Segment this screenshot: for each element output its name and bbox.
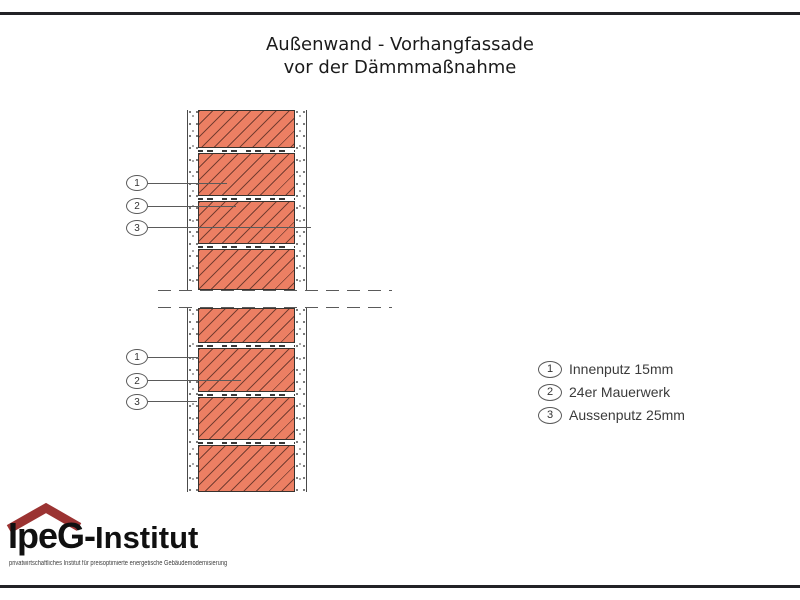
- page-title-line1: Außenwand - Vorhangfassade: [265, 34, 534, 55]
- legend-number: 2: [546, 386, 554, 398]
- brick-row: [198, 201, 295, 244]
- inner-plaster-layer: [187, 308, 199, 492]
- section-break-line: [158, 307, 392, 308]
- brick-row: [198, 308, 295, 343]
- callout-lower-1: 1: [126, 349, 148, 365]
- logo-wordmark: IpeG-Institut: [8, 518, 198, 562]
- callout-lower-2: 2: [126, 373, 148, 389]
- brick-row: [198, 445, 295, 492]
- logo-tagline: privatwirtschaftliches Institut für prei…: [9, 560, 228, 567]
- legend-label: 24er Mauerwerk: [569, 384, 671, 400]
- callout-number: 1: [134, 177, 140, 189]
- wall-cross-section: [187, 110, 307, 492]
- legend-label: Aussenputz 25mm: [569, 407, 685, 423]
- mortar-joint: [198, 392, 295, 397]
- callout-number: 2: [134, 200, 140, 212]
- outer-plaster-layer: [295, 308, 307, 492]
- legend-item: 1 Innenputz 15mm: [538, 360, 685, 378]
- legend-circle: 1: [538, 360, 562, 378]
- legend-number: 3: [546, 409, 554, 421]
- page-title: Außenwand - Vorhangfassade vor der Dämmm…: [0, 33, 800, 79]
- mortar-joint: [198, 343, 295, 348]
- legend-circle: 3: [538, 406, 562, 424]
- callout-upper-2: 2: [126, 198, 148, 214]
- legend: 1 Innenputz 15mm 2 24er Mauerwerk 3 Auss…: [538, 360, 685, 430]
- leader-line-lower-2: [148, 380, 241, 381]
- legend-item: 3 Aussenputz 25mm: [538, 406, 685, 424]
- wall-section-lower: [187, 308, 307, 492]
- callout-lower-3: 3: [126, 394, 148, 410]
- mortar-joint: [198, 244, 295, 249]
- leader-line-upper-3: [148, 227, 311, 228]
- logo-text-bold: IpeG-: [8, 515, 96, 556]
- brick-row: [198, 110, 295, 148]
- outer-plaster-layer: [295, 110, 307, 290]
- leader-line-upper-1: [148, 183, 227, 184]
- ipeg-institut-logo: IpeG-Institut privatwirtschaftliches Ins…: [0, 498, 260, 578]
- bottom-rule: [0, 585, 800, 588]
- mortar-joint: [198, 148, 295, 153]
- page-title-line2: vor der Dämmmaßnahme: [283, 57, 517, 78]
- leader-line-lower-3: [148, 401, 197, 402]
- legend-item: 2 24er Mauerwerk: [538, 383, 685, 401]
- callout-upper-1: 1: [126, 175, 148, 191]
- callout-upper-3: 3: [126, 220, 148, 236]
- callout-number: 2: [134, 375, 140, 387]
- roof-icon: [6, 502, 82, 532]
- mortar-joint: [198, 440, 295, 445]
- section-break-line: [158, 290, 392, 291]
- logo-text-rest: Institut: [95, 520, 199, 555]
- top-rule: [0, 12, 800, 15]
- brick-row: [198, 348, 295, 392]
- legend-number: 1: [546, 363, 554, 375]
- wall-section-upper: [187, 110, 307, 290]
- brick-row: [198, 153, 295, 196]
- inner-plaster-layer: [187, 110, 199, 290]
- callout-number: 3: [134, 396, 140, 408]
- brick-row: [198, 249, 295, 290]
- leader-line-upper-2: [148, 206, 236, 207]
- masonry-column: [198, 308, 295, 492]
- legend-circle: 2: [538, 383, 562, 401]
- brick-row: [198, 397, 295, 440]
- legend-label: Innenputz 15mm: [569, 361, 674, 377]
- callout-number: 3: [134, 222, 140, 234]
- leader-line-lower-1: [148, 357, 199, 358]
- masonry-column: [198, 110, 295, 290]
- mortar-joint: [198, 196, 295, 201]
- callout-number: 1: [134, 351, 140, 363]
